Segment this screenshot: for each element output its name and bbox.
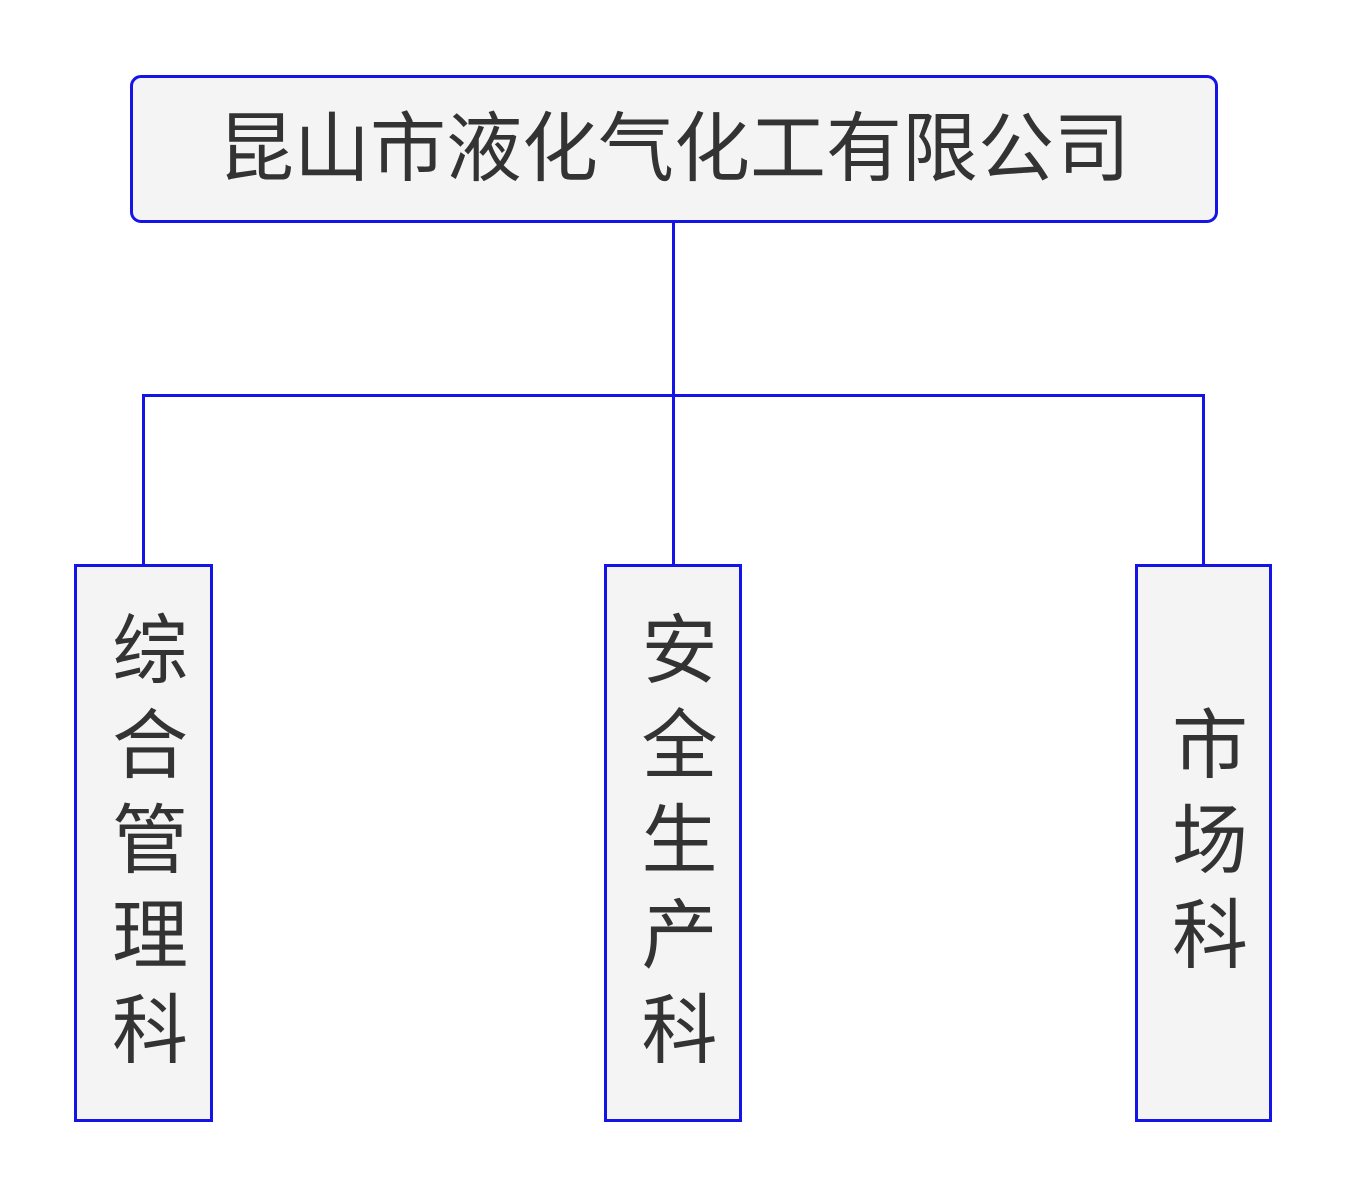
connector-drop-department-2: [672, 394, 675, 565]
connector-drop-department-1: [142, 394, 145, 565]
org-node-department-3[interactable]: 市场科: [1135, 564, 1272, 1122]
org-node-department-1[interactable]: 综合管理科: [74, 564, 213, 1122]
connector-trunk-root: [672, 222, 675, 397]
org-node-root-label: 昆山市液化气化工有限公司: [218, 104, 1130, 193]
org-node-root[interactable]: 昆山市液化气化工有限公司: [130, 75, 1218, 223]
org-node-department-3-label: 市场科: [1159, 705, 1248, 990]
org-node-department-2[interactable]: 安全生产科: [604, 564, 742, 1122]
org-node-department-1-label: 综合管理科: [99, 610, 188, 1085]
connector-drop-department-3: [1202, 394, 1205, 565]
org-node-department-2-label: 安全生产科: [628, 610, 718, 1085]
